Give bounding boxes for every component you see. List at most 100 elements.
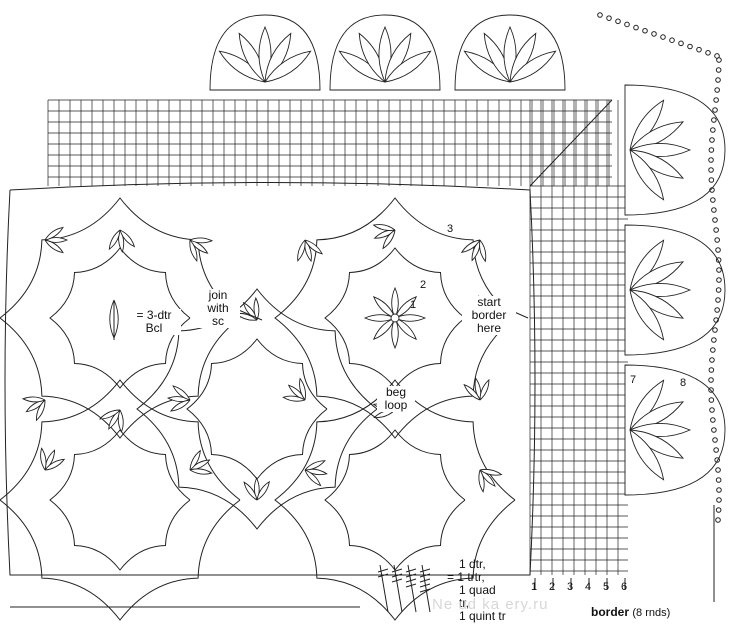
edging-leaf xyxy=(384,50,432,83)
motif-outer-chain xyxy=(274,379,516,621)
join-label-line-1: join xyxy=(208,288,228,302)
picot xyxy=(708,167,714,173)
picot xyxy=(708,177,715,183)
picot xyxy=(715,247,721,253)
stitch-symbol-bar xyxy=(419,573,431,578)
center-petal xyxy=(394,296,417,319)
picot xyxy=(716,57,722,63)
motif-leaf xyxy=(119,229,136,248)
motif-leaf xyxy=(189,449,201,471)
picot xyxy=(712,217,718,223)
picot xyxy=(709,137,715,143)
picot xyxy=(710,197,716,203)
picot xyxy=(708,377,714,383)
motif-leaf xyxy=(256,480,270,501)
motif-leaf xyxy=(478,469,485,493)
motif-leaf xyxy=(169,399,191,412)
center-petal xyxy=(391,317,399,350)
stitch-key-line-4: 1 quint tr xyxy=(459,609,506,623)
stitch-symbol-bar xyxy=(391,573,403,578)
picot xyxy=(687,43,693,50)
picot xyxy=(710,417,716,423)
motif-outer-chain xyxy=(0,379,241,621)
picot xyxy=(712,107,718,113)
picot xyxy=(712,437,718,443)
picot xyxy=(711,117,717,123)
motif-leaf xyxy=(382,229,396,250)
picot xyxy=(715,477,722,483)
picot xyxy=(715,507,722,513)
border-grid xyxy=(47,99,628,575)
stitch-symbol xyxy=(421,564,431,613)
beg-loop-line-1: beg xyxy=(385,385,407,399)
border-row-number: 6 xyxy=(621,581,628,593)
stitch-symbol-bar xyxy=(405,583,417,588)
motif-inner-chain xyxy=(324,429,466,571)
stitch-key-line-1: 1 dtr, xyxy=(459,557,486,571)
picot xyxy=(713,317,719,323)
picot xyxy=(633,24,639,31)
picot xyxy=(716,497,722,503)
picot xyxy=(712,327,718,333)
motif-inner-chain xyxy=(186,338,328,480)
round-number-8: 8 xyxy=(680,377,687,389)
stitch-symbol-bar xyxy=(391,578,403,583)
motif-leaf xyxy=(460,239,481,253)
picot xyxy=(708,147,715,153)
motif-leaf xyxy=(297,239,306,262)
picot xyxy=(708,157,714,163)
round-number-3: 3 xyxy=(447,223,454,235)
center-petal xyxy=(394,314,427,322)
picot xyxy=(713,447,719,453)
stitch-symbol xyxy=(393,564,403,613)
motif-outer-chain xyxy=(0,197,241,439)
border-caption-word: border xyxy=(591,605,630,619)
border-row-number: 1 xyxy=(531,581,538,593)
center-petal xyxy=(373,317,396,340)
picot xyxy=(715,517,721,523)
frame-chain xyxy=(4,182,536,576)
picot xyxy=(615,18,621,25)
stitch-symbol-bar xyxy=(391,568,403,573)
start-label-line-1: start xyxy=(477,295,501,309)
picot xyxy=(714,307,720,313)
picot xyxy=(624,21,630,28)
picot xyxy=(709,407,715,413)
border-row-number: 5 xyxy=(603,581,610,593)
motif-leaf xyxy=(253,296,260,321)
picot xyxy=(715,287,722,293)
picot xyxy=(715,257,722,263)
stitch-symbol xyxy=(379,564,389,613)
border-caption-rounds: (8 rnds) xyxy=(632,607,671,619)
picot xyxy=(678,40,684,47)
motif-leaf xyxy=(304,469,322,487)
motif-leaf xyxy=(44,239,64,254)
leaf-clusters xyxy=(21,14,726,501)
motif-leaf xyxy=(98,409,121,420)
motif-leaf xyxy=(372,224,396,231)
motif-leaf xyxy=(479,239,487,263)
motif-inner-chain xyxy=(49,429,191,571)
edging-leaf xyxy=(629,289,665,341)
round-number-7: 7 xyxy=(630,374,637,386)
motif-leaf xyxy=(304,239,323,255)
picot xyxy=(716,267,722,273)
picot xyxy=(710,347,716,353)
edging-leaf xyxy=(509,50,557,83)
picot xyxy=(708,387,714,393)
watermark: Ne ud ka ery.ru xyxy=(432,596,549,613)
center-petal xyxy=(394,317,417,340)
picot xyxy=(715,297,721,303)
stitch-symbol-bar xyxy=(377,573,389,578)
picot xyxy=(709,357,715,363)
edging-leaf xyxy=(629,149,665,201)
motif-leaf xyxy=(463,383,481,401)
picot xyxy=(669,37,675,44)
picot xyxy=(713,227,719,233)
picot xyxy=(708,367,715,373)
stitch-symbol-bar xyxy=(405,568,417,573)
picot xyxy=(716,487,722,493)
stitch-symbol-bar xyxy=(419,583,431,588)
motif-leaf xyxy=(189,237,214,244)
